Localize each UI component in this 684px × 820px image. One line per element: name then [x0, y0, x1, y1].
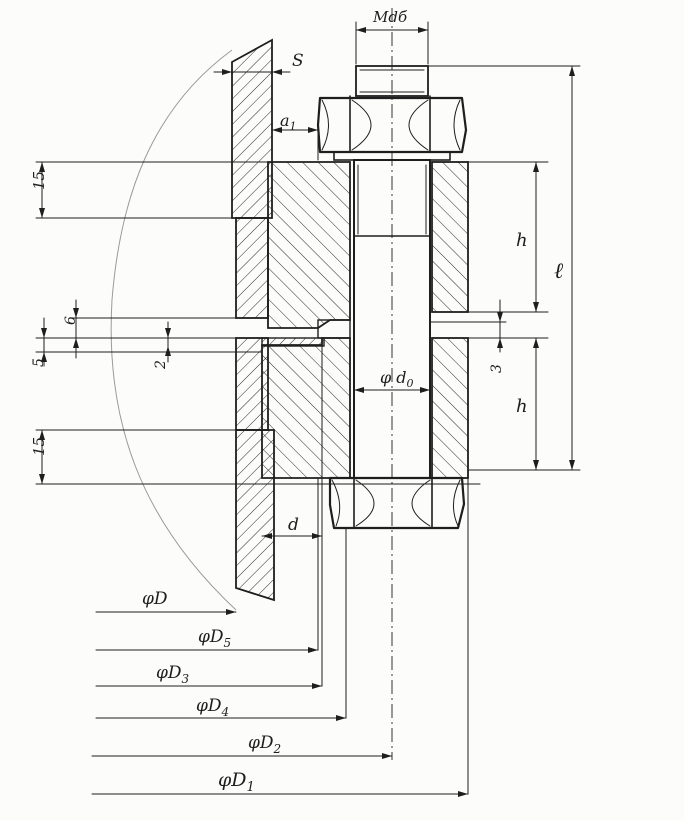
upper-flange-boss: [267, 161, 351, 329]
label-d: d: [288, 515, 299, 535]
label-D1: φD1: [218, 769, 255, 795]
label-bottom-flange: 15: [30, 437, 48, 456]
label-top-flange: 15: [30, 171, 48, 190]
dim-D1: [91, 791, 469, 797]
dim-D4: [95, 715, 347, 721]
dim-gasket-right: [497, 299, 503, 353]
dim-D5: [95, 647, 319, 653]
label-D3: φD3: [156, 663, 190, 686]
dim-bolt-length: [569, 65, 575, 471]
dim-D2: [91, 753, 393, 759]
dim-gap: [41, 299, 171, 367]
label-D5: φD5: [198, 627, 231, 650]
dim-D3: [95, 683, 323, 689]
dim-bottom-flange: [39, 429, 45, 485]
label-bolt-length: ℓ: [554, 259, 564, 284]
label-gasket-right: 3: [489, 364, 505, 373]
dim-d: [261, 533, 323, 539]
label-a1: a1: [280, 111, 297, 133]
gasket: [261, 337, 325, 347]
dim-sheet: [213, 69, 291, 75]
lower-flange-right: [431, 337, 469, 479]
wall-sheet-upper: [231, 38, 273, 219]
label-hole: φ d0: [380, 368, 414, 390]
dim-hole: [353, 387, 431, 393]
dim-thread: [355, 21, 429, 65]
label-h-top: h: [516, 230, 528, 251]
gasket-lip: [317, 319, 351, 339]
dim-a1: [271, 117, 319, 161]
label-D: φD: [142, 589, 168, 609]
label-D4: φD4: [196, 696, 229, 719]
upper-flange-right: [431, 161, 469, 313]
label-thread: Mdб: [372, 8, 408, 26]
label-h-bottom: h: [516, 396, 528, 417]
bolt-head: [328, 476, 466, 530]
label-sheet: S: [292, 51, 304, 71]
label-gap-top: 6: [63, 316, 79, 325]
label-gasket: 2: [153, 360, 169, 370]
dim-h-top: [533, 161, 539, 313]
dim-top-flange: [39, 161, 45, 219]
dim-D: [95, 609, 237, 615]
wall-sheet-middle: [235, 217, 269, 319]
lower-flange-boss: [261, 337, 351, 479]
label-gap-bottom: 5: [31, 358, 47, 367]
vessel-contour-line: [110, 49, 237, 611]
label-D2: φD2: [248, 733, 281, 756]
dim-h-bottom: [533, 337, 539, 471]
